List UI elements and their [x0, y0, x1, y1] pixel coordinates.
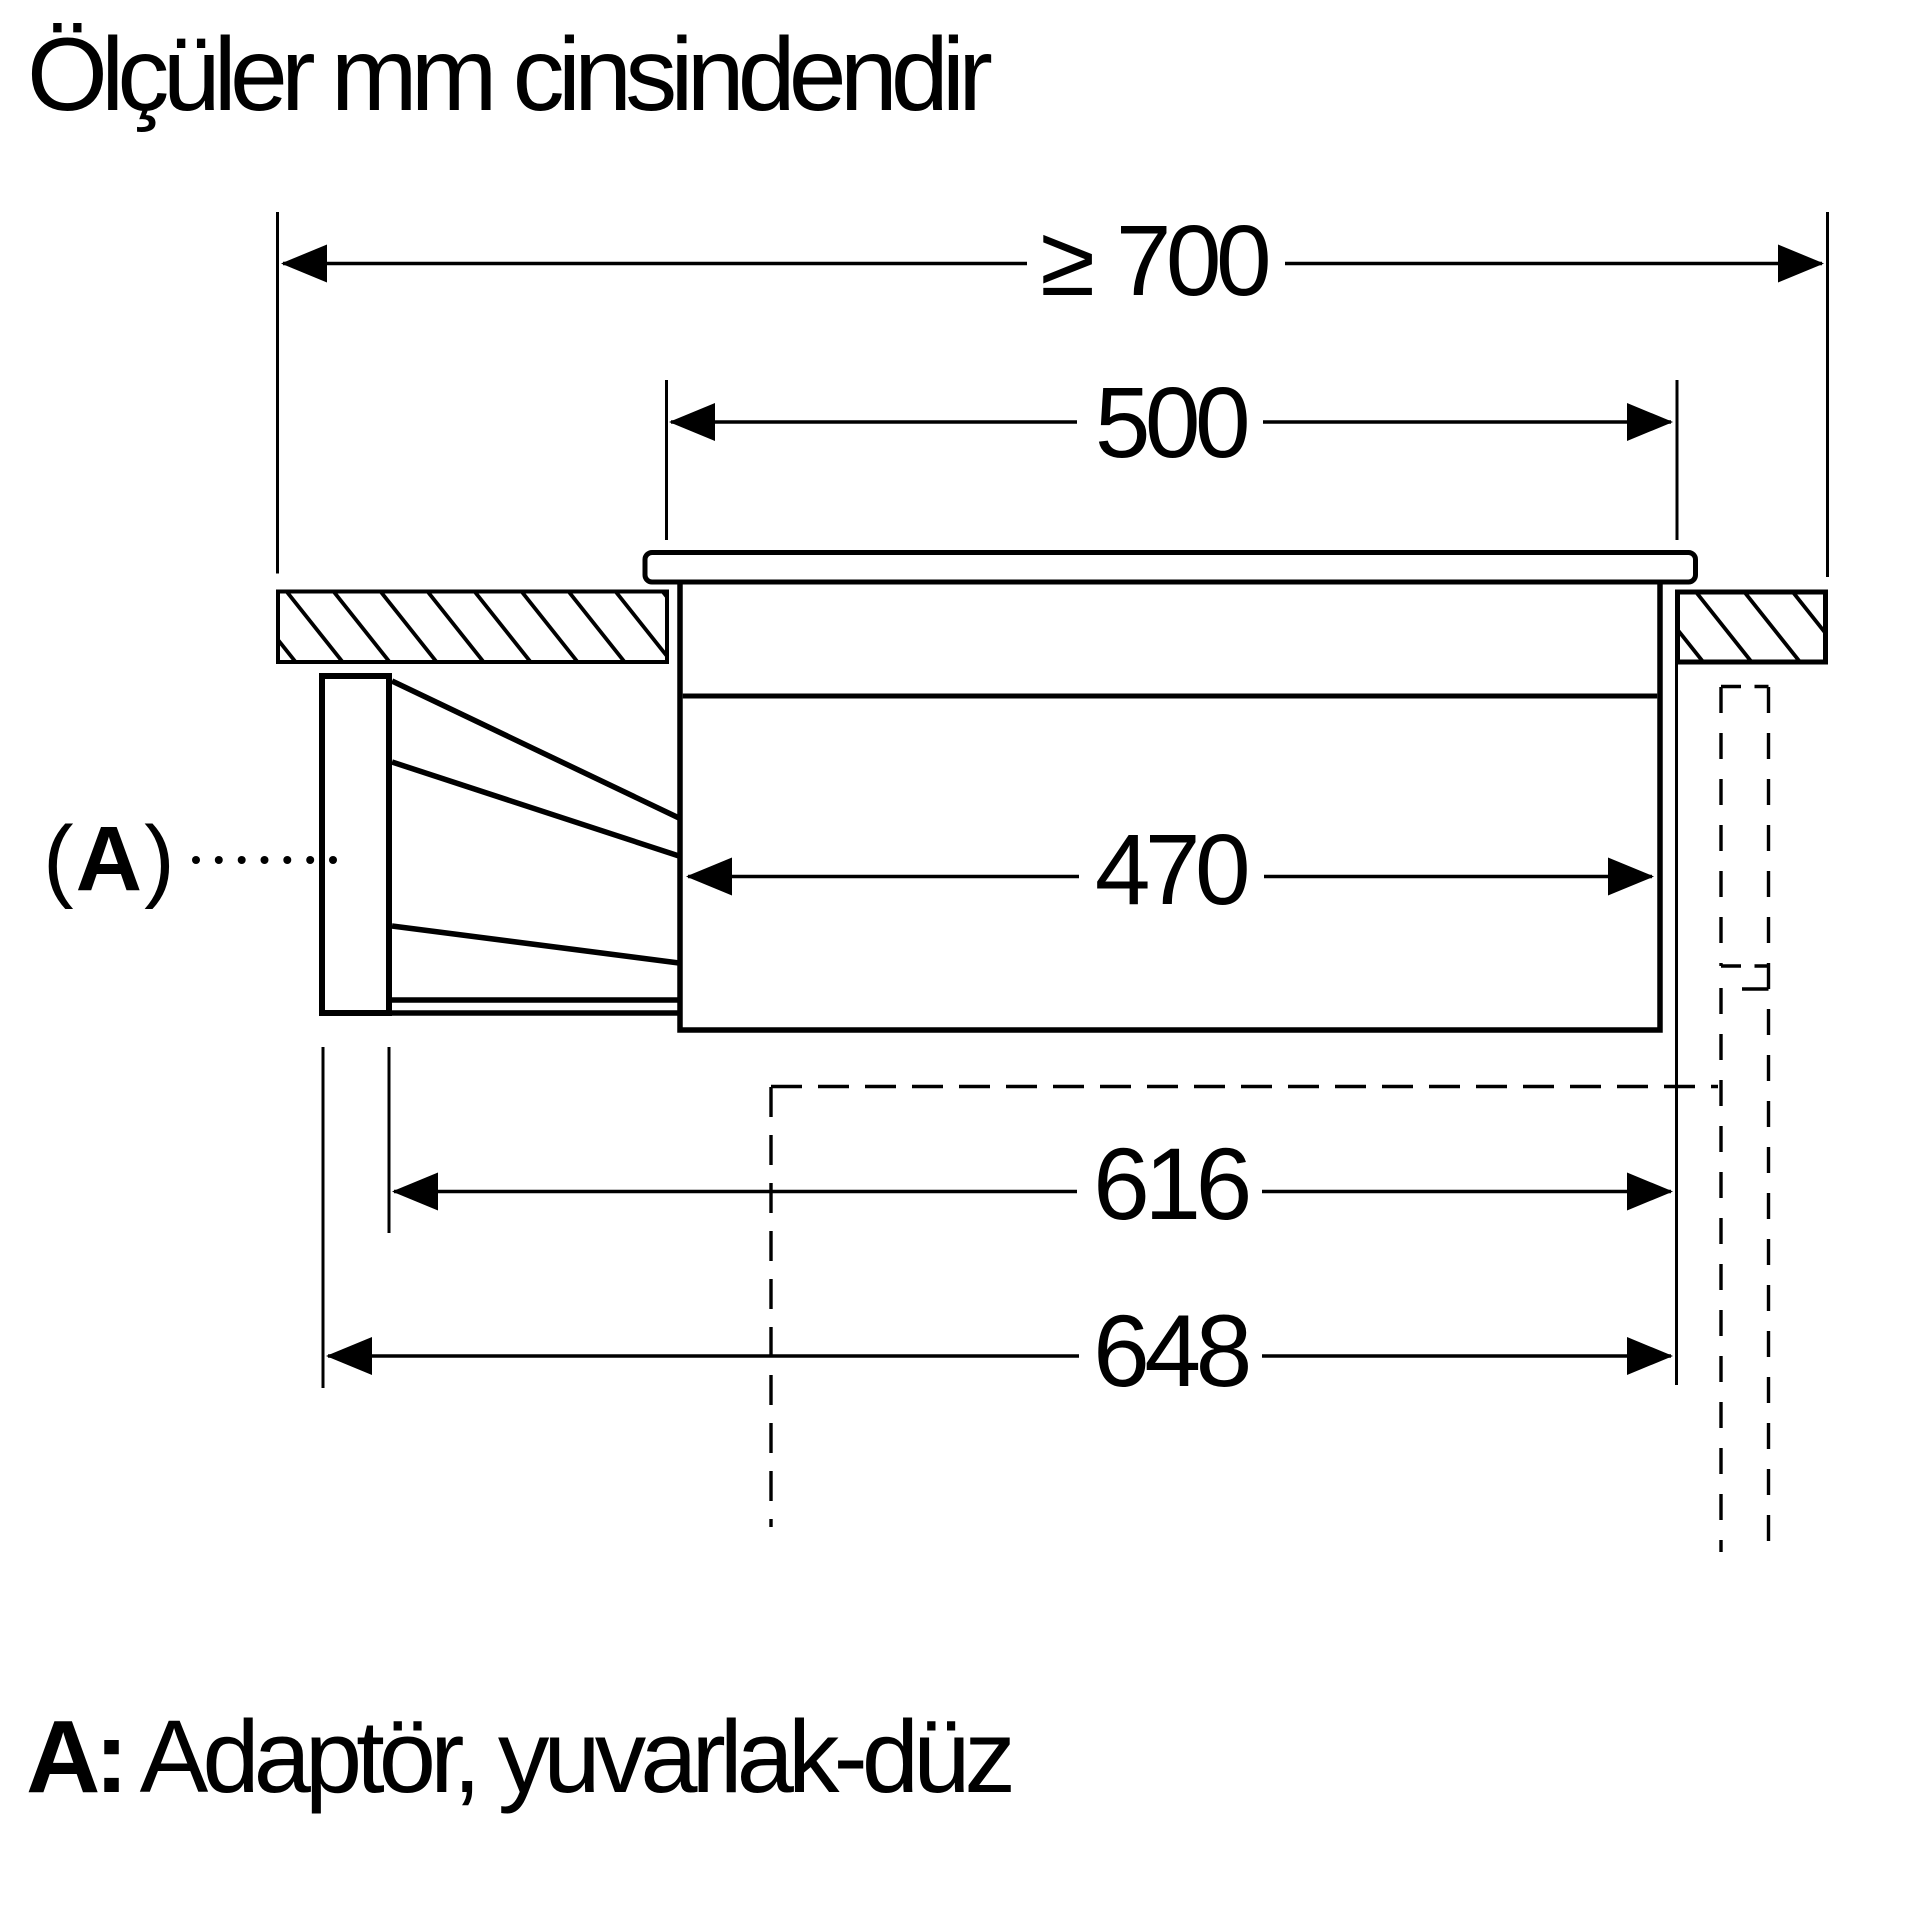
svg-text:≥: ≥ — [1040, 205, 1092, 317]
svg-text:Ölçüler mm cinsindendir: Ölçüler mm cinsindendir — [27, 17, 991, 133]
svg-text:500: 500 — [1095, 367, 1247, 479]
svg-text:(A): (A) — [43, 808, 177, 910]
svg-text:648: 648 — [1093, 1294, 1248, 1408]
svg-text:700: 700 — [1116, 205, 1268, 317]
svg-text:470: 470 — [1095, 814, 1247, 926]
svg-text:A: Adaptör, yuvarlak-düz: A: Adaptör, yuvarlak-düz — [26, 1699, 1011, 1814]
svg-text:616: 616 — [1093, 1127, 1248, 1241]
